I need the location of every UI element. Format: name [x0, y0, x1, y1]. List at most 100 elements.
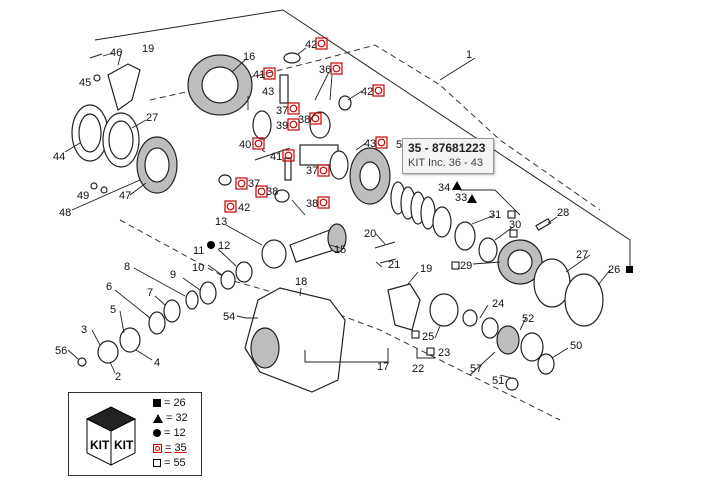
label-44: 44 — [53, 151, 65, 163]
label-51: 51 — [492, 375, 504, 387]
part-22-ring[interactable] — [462, 309, 478, 327]
part-47-inner — [144, 147, 170, 183]
part-28-bolt[interactable] — [535, 217, 552, 231]
legend-row-32: =32 — [153, 412, 188, 424]
part-46-bolt[interactable] — [89, 53, 103, 59]
label-56: 56 — [55, 345, 67, 357]
part-37-gear[interactable] — [218, 174, 232, 186]
part-21-bolt[interactable] — [379, 258, 397, 264]
label-15: 15 — [334, 244, 346, 256]
label-42a: 42 — [305, 39, 317, 51]
kit-markers — [224, 37, 388, 213]
label-12: 12 — [218, 240, 230, 252]
part-44-inner — [78, 113, 102, 153]
part-16-inner — [201, 66, 239, 104]
label-19a: 19 — [142, 43, 154, 55]
part-42-gear[interactable] — [283, 52, 301, 64]
label-4: 4 — [154, 357, 160, 369]
part-8-washer[interactable] — [185, 290, 199, 310]
part-19-bracket-right[interactable] — [387, 283, 421, 331]
label-7: 7 — [147, 287, 153, 299]
legend-row-55: =55 — [153, 457, 186, 469]
label-21: 21 — [388, 259, 400, 271]
marker-33-triangle — [467, 194, 477, 203]
label-9: 9 — [170, 269, 176, 281]
label-41b: 41 — [270, 151, 282, 163]
part-43-pin[interactable] — [279, 74, 289, 104]
label-45: 45 — [79, 77, 91, 89]
label-27b: 27 — [576, 249, 588, 261]
part-33-plate[interactable] — [432, 206, 452, 238]
label-42c: 42 — [238, 202, 250, 214]
part-7-seal[interactable] — [163, 299, 181, 323]
marker-23-square — [426, 347, 435, 356]
part-39-gear[interactable] — [252, 110, 272, 140]
label-39: 39 — [276, 120, 288, 132]
marker-31-square — [507, 210, 516, 219]
label-1: 1 — [466, 49, 472, 61]
bracket-22 — [416, 348, 435, 359]
part-42-gear-2[interactable] — [338, 95, 352, 111]
part-45-washer[interactable] — [93, 74, 101, 82]
label-20: 20 — [364, 228, 376, 240]
label-54: 54 — [223, 311, 235, 323]
triangle-filled-icon — [153, 413, 163, 423]
part-10-shim[interactable] — [220, 270, 236, 290]
part-38-washer[interactable] — [274, 189, 290, 203]
legend-value-55: 55 — [173, 457, 186, 469]
label-49: 49 — [77, 190, 89, 202]
part-57-gear[interactable] — [496, 325, 520, 355]
label-27a: 27 — [146, 112, 158, 124]
part-4-flange[interactable] — [119, 327, 141, 353]
part-52-ring[interactable] — [520, 332, 544, 362]
part-38-gear[interactable] — [309, 111, 331, 139]
label-24: 24 — [492, 298, 504, 310]
part-23-ring[interactable] — [429, 293, 459, 327]
label-25: 25 — [422, 331, 434, 343]
label-43a: 43 — [262, 86, 274, 98]
legend-row-12: =12 — [153, 427, 186, 439]
square-open-icon — [153, 459, 161, 467]
marker-26-square — [626, 266, 633, 273]
label-26: 26 — [608, 264, 620, 276]
circle-filled-icon — [153, 429, 161, 437]
label-34: 34 — [438, 182, 450, 194]
kit-box-icon: KIT KIT — [85, 406, 137, 466]
part-washer[interactable] — [329, 150, 349, 180]
part-tooltip: 35 - 87681223 KIT Inc. 36 - 43 — [402, 138, 494, 174]
label-22: 22 — [412, 363, 424, 375]
part-50-ring[interactable] — [537, 353, 555, 375]
legend-value-26: 26 — [173, 397, 186, 409]
part-56-bolt[interactable] — [77, 357, 87, 367]
part-30-ring[interactable] — [478, 237, 498, 263]
label-38b: 38 — [266, 186, 278, 198]
part-9-nut[interactable] — [199, 281, 217, 305]
part-24-ring[interactable] — [481, 317, 499, 339]
part-26-ring[interactable] — [564, 273, 604, 327]
part-6-ring[interactable] — [148, 311, 166, 335]
marker-25-square — [411, 330, 420, 339]
part-13-bearing[interactable] — [261, 239, 287, 269]
part-49-bolt[interactable] — [90, 182, 98, 190]
part-11-ring[interactable] — [235, 261, 253, 283]
part-20-bolt[interactable] — [374, 241, 396, 249]
leader-lines — [64, 47, 611, 379]
part-51-ring[interactable] — [505, 377, 519, 391]
part-3-nut[interactable] — [97, 340, 119, 364]
legend-value-35: 35 — [174, 442, 187, 454]
part-27-inner — [108, 120, 134, 160]
label-36: 36 — [319, 64, 331, 76]
part-31-ring[interactable] — [454, 221, 476, 251]
label-23: 23 — [438, 347, 450, 359]
label-30: 30 — [509, 219, 521, 231]
part-41-pin[interactable] — [284, 157, 292, 181]
label-38a: 38 — [298, 114, 310, 126]
label-28: 28 — [557, 207, 569, 219]
label-37a: 37 — [276, 105, 288, 117]
part-15-head[interactable] — [327, 223, 347, 253]
label-43b: 43 — [364, 138, 376, 150]
part-49-bolt-2[interactable] — [100, 186, 108, 194]
part-19-bracket[interactable] — [107, 63, 141, 111]
label-46: 46 — [110, 47, 122, 59]
